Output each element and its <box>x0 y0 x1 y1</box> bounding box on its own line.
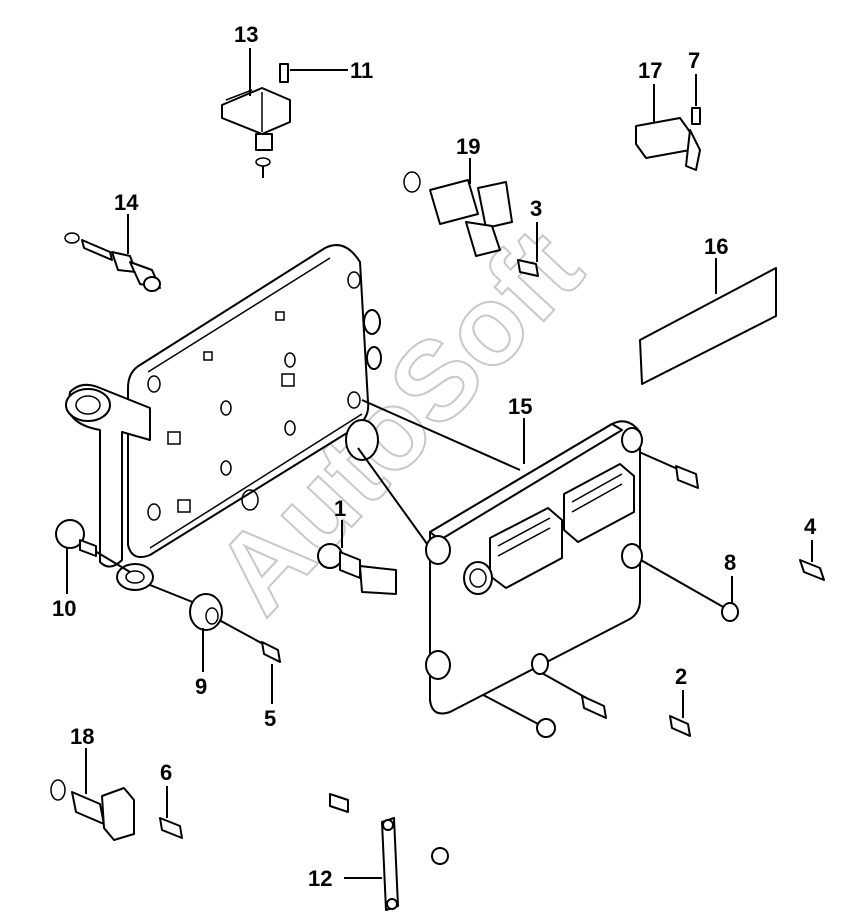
callout-13: 13 <box>234 22 258 47</box>
bolt-8 <box>721 602 739 622</box>
callout-4: 4 <box>804 514 817 539</box>
speed-sensor <box>50 779 135 841</box>
callout-3: 3 <box>530 196 542 221</box>
bolt-10 <box>55 519 97 557</box>
callout-6: 6 <box>160 760 172 785</box>
callout-17: 17 <box>638 58 662 83</box>
camshaft-sensor <box>403 171 539 277</box>
callout-16: 16 <box>704 234 728 259</box>
bolt-4 <box>799 559 825 581</box>
callout-5: 5 <box>264 706 276 731</box>
knock-sensor <box>317 543 397 595</box>
ground-strap <box>329 793 449 911</box>
callout-leaders <box>66 48 813 879</box>
callout-14: 14 <box>114 190 139 215</box>
label-plate <box>639 267 777 385</box>
callout-labels: 1 2 3 4 5 6 7 8 9 10 11 12 13 14 15 16 1… <box>52 22 817 891</box>
callout-1: 1 <box>334 496 346 521</box>
bolt-2 <box>669 715 691 737</box>
temperature-sensor <box>64 232 161 292</box>
callout-7: 7 <box>688 48 700 73</box>
spacer-9 <box>189 593 223 631</box>
bolt-5 <box>261 641 281 663</box>
pressure-sensor <box>221 63 291 178</box>
callout-8: 8 <box>724 550 736 575</box>
callout-9: 9 <box>195 674 207 699</box>
callout-18: 18 <box>70 724 94 749</box>
ecm-bolts <box>536 465 699 738</box>
callout-12: 12 <box>308 866 332 891</box>
connector-clip <box>635 107 701 171</box>
callout-11: 11 <box>350 58 373 83</box>
callout-19: 19 <box>456 134 480 159</box>
bolt-6 <box>159 817 183 839</box>
callout-10: 10 <box>52 596 76 621</box>
ecm-module <box>425 420 643 715</box>
callout-2: 2 <box>675 664 687 689</box>
callout-15: 15 <box>508 394 532 419</box>
assembly-lines <box>89 399 726 726</box>
